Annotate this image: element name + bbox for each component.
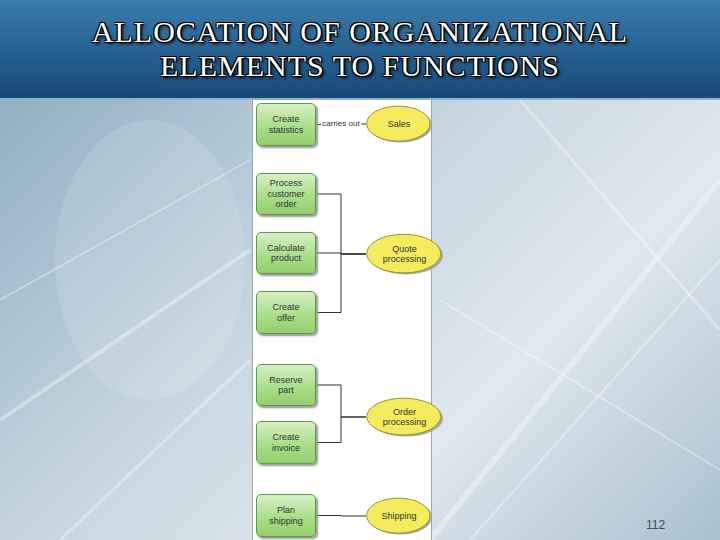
function-name: Plan shipping: [264, 505, 308, 526]
function-box: Create invoice: [256, 421, 316, 464]
function-box: Process customer order: [256, 173, 316, 215]
function-name: Create invoice: [264, 432, 308, 453]
title-bar: ALLOCATION OF ORGANIZATIONAL ELEMENTS TO…: [0, 0, 720, 100]
connector-line: [316, 385, 366, 417]
function-box: Reserve part: [256, 364, 316, 406]
function-box: Create offer: [256, 291, 316, 334]
connector-line: [316, 417, 366, 443]
function-name: Create offer: [264, 302, 308, 323]
slide-title: ALLOCATION OF ORGANIZATIONAL ELEMENTS TO…: [20, 15, 700, 84]
function-box: Create statistics: [256, 103, 316, 146]
page-number: 112: [646, 518, 665, 532]
function-name: Reserve part: [264, 375, 308, 396]
ellipse-shape: [367, 398, 441, 435]
function-name: Calculate product: [264, 243, 308, 264]
connector-label: carries out: [321, 120, 360, 129]
connector-line: [316, 515, 366, 517]
unit-name: Sales: [388, 119, 411, 129]
connector-line: [316, 254, 366, 313]
unit-name: Shipping: [381, 511, 416, 521]
organizational-unit-ellipse: Order processing: [366, 397, 443, 437]
organizational-unit-ellipse: Shipping: [366, 497, 432, 535]
function-box: Calculate product: [256, 232, 316, 274]
ellipse-shape: [367, 106, 430, 141]
organizational-unit-ellipse: Sales: [366, 105, 432, 143]
unit-name: Order processing: [379, 407, 431, 428]
function-name: Create statistics: [264, 114, 308, 135]
connector-line: [316, 194, 366, 254]
organizational-unit-ellipse: Quote processing: [366, 233, 443, 275]
ellipse-shape: [367, 498, 430, 533]
function-box: Plan shipping: [256, 494, 316, 537]
function-name: Process customer order: [264, 178, 308, 209]
unit-name: Quote processing: [379, 244, 431, 265]
ellipse-shape: [367, 234, 441, 273]
